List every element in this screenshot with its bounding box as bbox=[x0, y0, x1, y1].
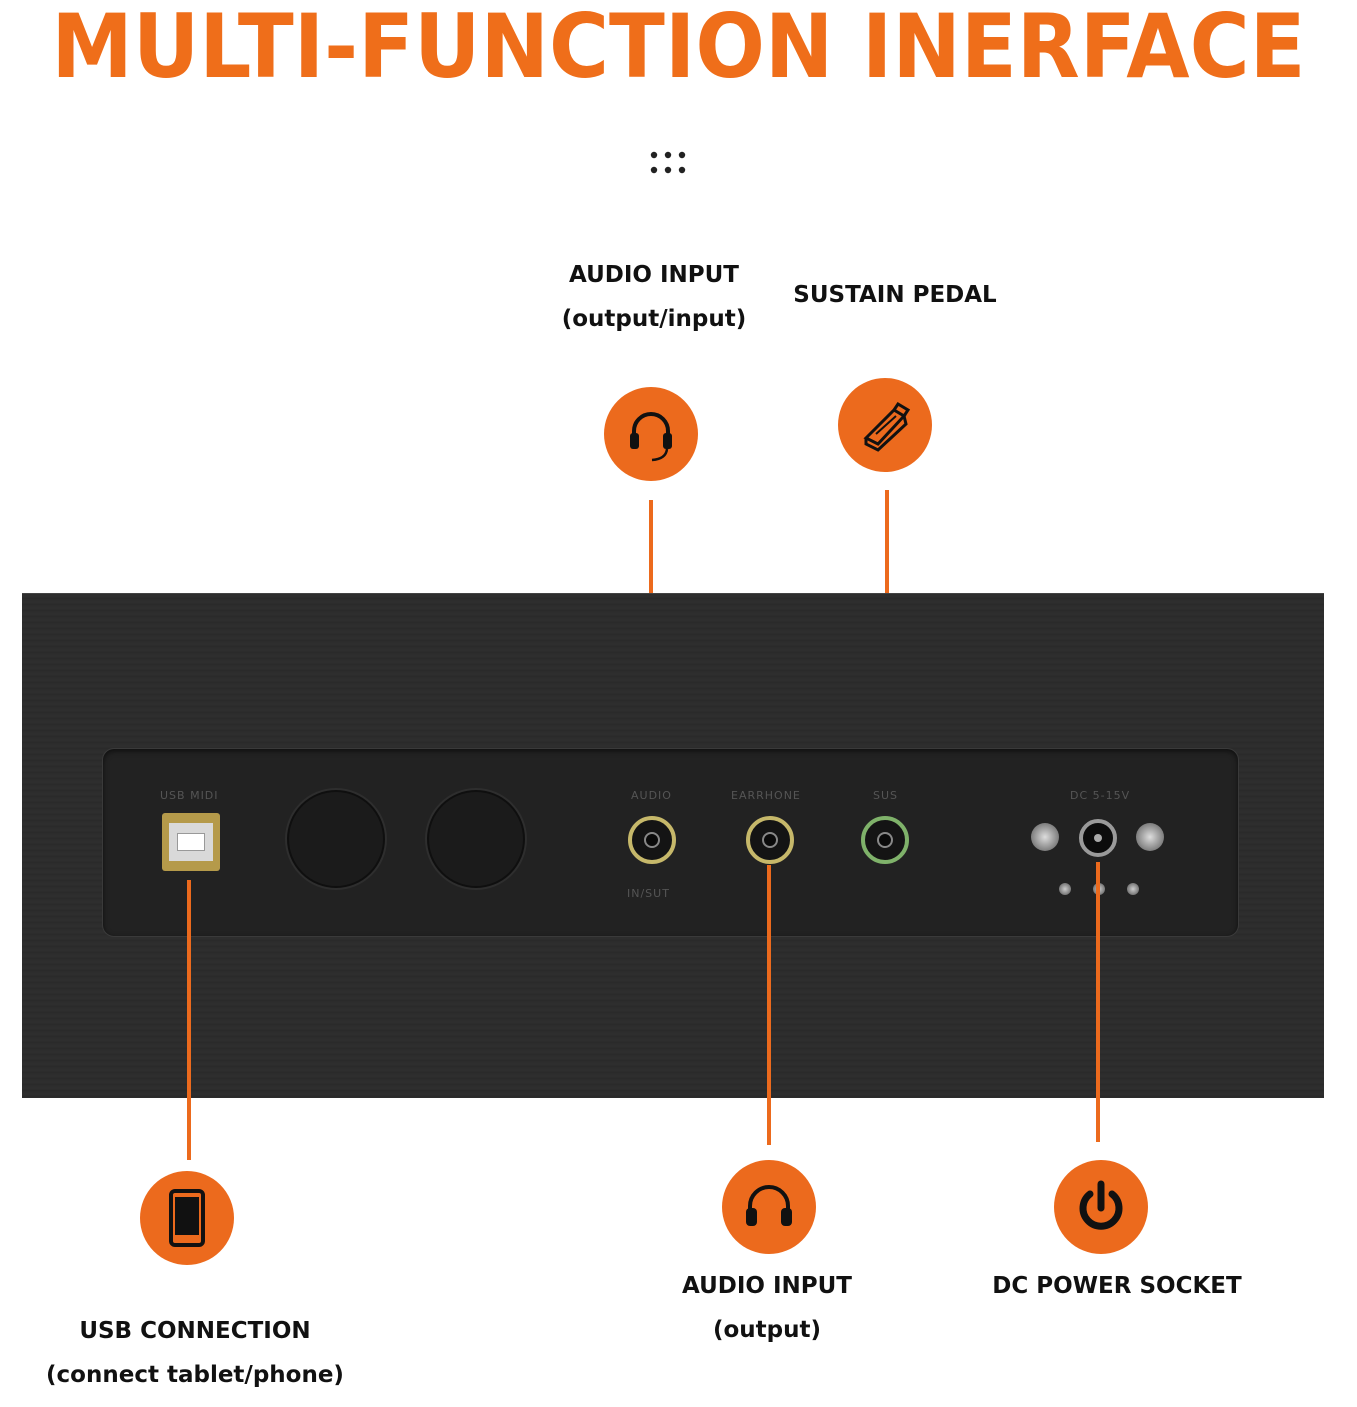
usb-connection-title: USB CONNECTION bbox=[79, 1318, 311, 1344]
headphones-icon bbox=[746, 1185, 792, 1226]
usb-connection-subtitle: (connect tablet/phone) bbox=[46, 1362, 344, 1388]
small-screw-1 bbox=[1059, 883, 1071, 895]
sustain-pedal-label: SUSTAIN PEDAL bbox=[793, 282, 997, 308]
usb-connection-label: USB CONNECTION (connect tablet/phone) bbox=[20, 1318, 370, 1388]
small-screw-3 bbox=[1127, 883, 1139, 895]
audio-input-top-subtitle: (output/input) bbox=[561, 306, 747, 332]
more-dots-icon bbox=[650, 151, 686, 174]
audio-input-bottom-title: AUDIO INPUT bbox=[681, 1273, 852, 1299]
pedal-icon-circle bbox=[838, 378, 932, 472]
earphone-text: EARRHONE bbox=[731, 789, 801, 802]
headset-mic-icon-circle bbox=[604, 387, 698, 481]
connector-plate: USB MIDI AUDIO IN/SUT EARRHONE SUS DC 5-… bbox=[102, 748, 1239, 937]
power-icon-circle bbox=[1054, 1160, 1148, 1254]
screw-right bbox=[1136, 823, 1164, 851]
dc-jack[interactable] bbox=[1079, 819, 1117, 857]
audio-input-bottom-connector bbox=[767, 865, 771, 1145]
usb-connector-line bbox=[187, 880, 191, 1160]
pedal-icon bbox=[863, 401, 911, 452]
dc-power-connector bbox=[1096, 862, 1100, 1142]
phone-icon-circle bbox=[140, 1171, 234, 1265]
knob-right[interactable] bbox=[427, 790, 525, 888]
audio-input-top-title: AUDIO INPUT bbox=[568, 262, 739, 288]
audio-input-bottom-subtitle: (output) bbox=[712, 1317, 822, 1343]
sus-jack[interactable] bbox=[861, 816, 909, 864]
in-out-text: IN/SUT bbox=[627, 887, 670, 900]
audio-input-top-label: AUDIO INPUT (output/input) bbox=[544, 262, 764, 332]
earphone-jack[interactable] bbox=[746, 816, 794, 864]
dc-text: DC 5-15V bbox=[1070, 789, 1131, 802]
audio-jack[interactable] bbox=[628, 816, 676, 864]
page-title: MULTI-FUNCTION INERFACE bbox=[51, 0, 1306, 98]
usb-midi-text: USB MIDI bbox=[160, 789, 219, 802]
knob-left[interactable] bbox=[287, 790, 385, 888]
usb-midi-port[interactable] bbox=[162, 813, 220, 871]
dc-power-label: DC POWER SOCKET bbox=[992, 1273, 1242, 1299]
headphones-icon-circle bbox=[722, 1160, 816, 1254]
headset-mic-icon bbox=[630, 412, 672, 462]
phone-icon bbox=[169, 1189, 205, 1247]
audio-text: AUDIO bbox=[631, 789, 672, 802]
power-icon bbox=[1079, 1180, 1123, 1230]
audio-input-bottom-label: AUDIO INPUT (output) bbox=[657, 1273, 877, 1343]
keyboard-back-panel: USB MIDI AUDIO IN/SUT EARRHONE SUS DC 5-… bbox=[22, 593, 1324, 1098]
sus-text: SUS bbox=[873, 789, 899, 802]
screw-left bbox=[1031, 823, 1059, 851]
